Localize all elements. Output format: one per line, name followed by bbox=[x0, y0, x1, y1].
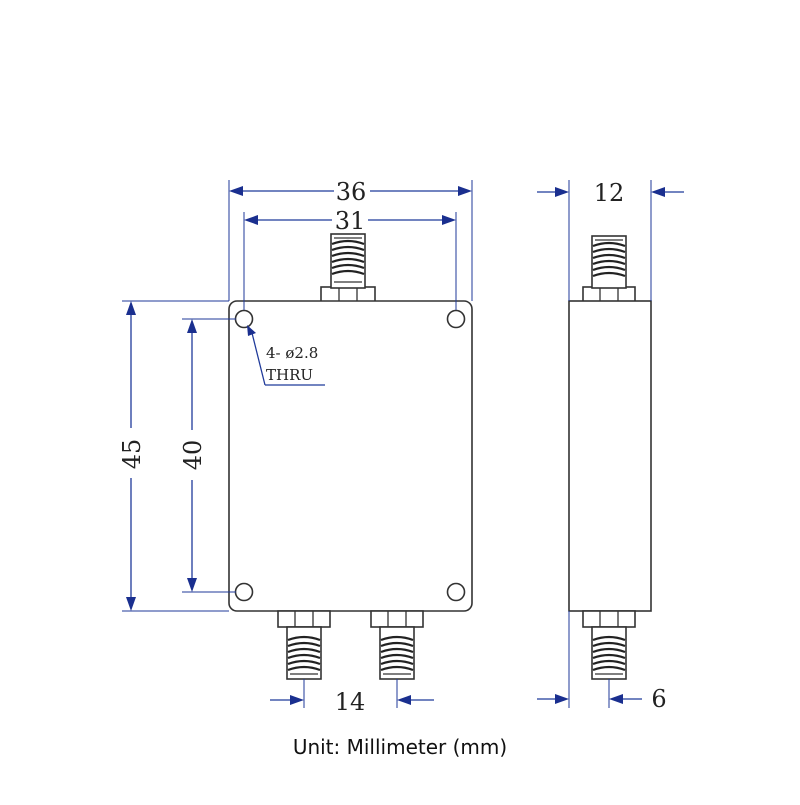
mounting-hole bbox=[446, 309, 466, 329]
hole-spec-label: 4- ø2.8 bbox=[266, 344, 318, 362]
side-view: 12 6 bbox=[537, 179, 684, 713]
splitter-body bbox=[228, 300, 473, 612]
hole-spacing-y-label: 40 bbox=[179, 440, 207, 471]
side-body bbox=[568, 300, 652, 612]
thru-label: THRU bbox=[266, 366, 313, 384]
depth-label: 12 bbox=[594, 179, 625, 207]
hole-spacing-x-label: 31 bbox=[335, 207, 366, 235]
dimension-depth: 12 bbox=[537, 179, 684, 301]
unit-caption: Unit: Millimeter (mm) bbox=[292, 735, 508, 759]
connector-offset-label: 6 bbox=[651, 685, 666, 713]
dimension-width-overall: 36 bbox=[228, 178, 473, 301]
mounting-hole bbox=[234, 309, 254, 329]
mounting-hole bbox=[234, 582, 254, 602]
height-overall-label: 45 bbox=[118, 439, 146, 470]
output-connector-2 bbox=[370, 610, 424, 680]
mounting-hole bbox=[446, 582, 466, 602]
dimension-output-spacing: 14 bbox=[270, 679, 434, 716]
front-view: 4- ø2.8 THRU 36 31 bbox=[118, 178, 473, 716]
width-overall-label: 36 bbox=[336, 178, 367, 206]
dimension-hole-spacing-y: 40 bbox=[179, 318, 236, 593]
dimension-connector-offset: 6 bbox=[537, 611, 667, 713]
hole-callout: 4- ø2.8 THRU bbox=[247, 325, 325, 386]
output-spacing-label: 14 bbox=[335, 688, 366, 716]
input-connector bbox=[320, 233, 376, 304]
side-top-connector bbox=[582, 235, 636, 304]
output-connector-1 bbox=[277, 610, 331, 680]
side-bottom-connector bbox=[582, 610, 636, 680]
dimension-hole-spacing-x: 31 bbox=[243, 207, 457, 310]
dimension-height-overall: 45 bbox=[118, 300, 229, 612]
